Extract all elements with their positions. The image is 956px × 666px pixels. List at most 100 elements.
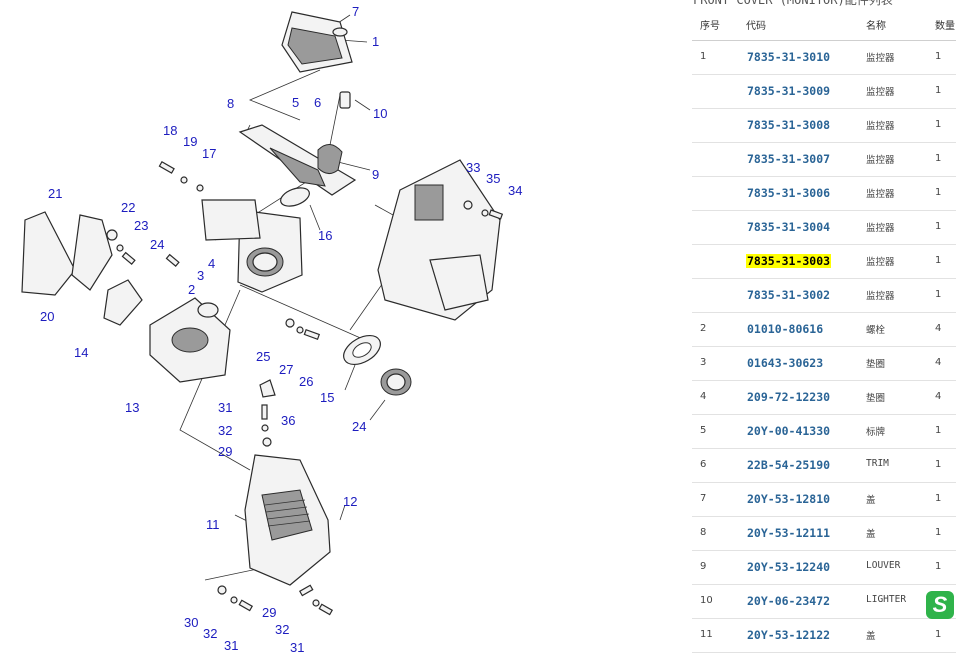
part-center-housing (201, 199, 303, 293)
part-lighter (339, 91, 351, 109)
row-seq: 4 (700, 391, 707, 402)
callout-label: 22 (121, 200, 135, 215)
part-fasteners (106, 160, 504, 616)
part-code-link[interactable]: 7835-31-3009 (747, 84, 831, 98)
part-code-link[interactable]: 20Y-53-12240 (747, 560, 831, 574)
callout-label: 14 (74, 345, 88, 360)
callout-label: 36 (281, 413, 295, 428)
row-seq: 5 (700, 425, 707, 436)
part-code-link[interactable]: 20Y-06-23472 (747, 594, 831, 608)
part-clip (103, 279, 143, 326)
part-code-link[interactable]: 20Y-53-12122 (747, 628, 831, 642)
callout-label: 3 (197, 268, 204, 283)
row-name: 盖 (866, 495, 876, 506)
part-washer-ring (343, 334, 381, 366)
part-code-link[interactable]: 7835-31-3003 (746, 254, 832, 268)
callout-label: 31 (290, 640, 304, 655)
header-seq: 序号 (700, 21, 720, 32)
part-code-link[interactable]: 20Y-00-41330 (747, 424, 831, 438)
callout-label: 24 (150, 237, 164, 252)
row-name: 监控器 (866, 257, 895, 268)
part-code-link[interactable]: 20Y-53-12111 (747, 526, 831, 540)
callout-label: 23 (134, 218, 148, 233)
part-code-link[interactable]: 22B-54-25190 (747, 458, 831, 472)
callout-label: 6 (314, 95, 321, 110)
callout-label: 33 (466, 160, 480, 175)
callout-label: 10 (373, 106, 387, 121)
part-code-link[interactable]: 01643-30623 (747, 356, 824, 370)
row-qty: 1 (935, 51, 942, 62)
callout-label: 18 (163, 123, 177, 138)
callout-label: 31 (218, 400, 232, 415)
callout-label: 29 (218, 444, 232, 459)
part-code-link[interactable]: 7835-31-3010 (747, 50, 831, 64)
callout-label: 8 (227, 96, 234, 111)
floating-s-badge[interactable]: S (926, 591, 954, 619)
row-name: 监控器 (866, 53, 895, 64)
callout-label: 34 (508, 183, 522, 198)
callout-label: 30 (184, 615, 198, 630)
panel-title: FRONT COVER (MONITOR)配件列表 (693, 0, 893, 7)
callout-label: 32 (275, 622, 289, 637)
table-row: 7835-31-3004 监控器 1 (692, 210, 956, 245)
row-qty: 1 (935, 255, 942, 266)
callout-label: 13 (125, 400, 139, 415)
row-seq: 7 (700, 493, 707, 504)
callout-label: 32 (203, 626, 217, 641)
row-name: 监控器 (866, 87, 895, 98)
row-qty: 4 (935, 323, 942, 334)
row-qty: 1 (935, 221, 942, 232)
part-code-link[interactable]: 7835-31-3004 (747, 220, 831, 234)
callout-label: 21 (48, 186, 62, 201)
row-seq: 1 (700, 51, 707, 62)
row-name: 盖 (866, 631, 876, 642)
part-code-link[interactable]: 20Y-53-12810 (747, 492, 831, 506)
row-seq: 11 (700, 629, 713, 640)
row-qty: 4 (935, 357, 942, 368)
header-name: 名称 (866, 21, 886, 32)
row-name: 监控器 (866, 223, 895, 234)
part-bracket-plate (238, 124, 357, 196)
part-monitor (281, 11, 353, 73)
row-qty: 1 (935, 85, 942, 96)
part-bottom-cover (244, 454, 331, 586)
row-name: LOUVER (866, 560, 901, 571)
part-code-link[interactable]: 7835-31-3002 (747, 288, 831, 302)
row-name: 监控器 (866, 291, 895, 302)
table-row: 7835-31-3002 监控器 1 (692, 278, 956, 313)
callout-labels: 7 1 5 6 8 10 9 18 19 17 21 22 23 24 16 4… (40, 4, 522, 655)
header-code: 代码 (746, 21, 766, 32)
part-ring (280, 187, 310, 207)
row-name: LIGHTER (866, 594, 907, 605)
row-name: TRIM (866, 458, 889, 469)
row-qty: 1 (935, 425, 942, 436)
row-qty: 1 (935, 153, 942, 164)
callout-label: 35 (486, 171, 500, 186)
row-qty: 1 (935, 119, 942, 130)
part-code-link[interactable]: 7835-31-3007 (747, 152, 831, 166)
callout-label: 32 (218, 423, 232, 438)
callout-label: 2 (188, 282, 195, 297)
exploded-parts-diagram: 7 1 5 6 8 10 9 18 19 17 21 22 23 24 16 4… (21, 4, 522, 655)
part-code-link[interactable]: 7835-31-3008 (747, 118, 831, 132)
part-code-link[interactable]: 7835-31-3006 (747, 186, 831, 200)
callout-label: 9 (372, 167, 379, 182)
part-code-link[interactable]: 209-72-12230 (747, 390, 831, 404)
callout-label: 17 (202, 146, 216, 161)
row-name: 监控器 (866, 189, 895, 200)
row-seq: 6 (700, 459, 707, 470)
row-qty: 1 (935, 289, 942, 300)
leader-lines (179, 14, 421, 581)
part-code-link[interactable]: 01010-80616 (747, 322, 824, 336)
row-seq: 10 (700, 595, 713, 606)
callout-label: 11 (206, 517, 220, 532)
row-seq: 8 (700, 527, 707, 538)
row-seq: 9 (700, 561, 707, 572)
header-qty: 数量 (935, 21, 955, 32)
